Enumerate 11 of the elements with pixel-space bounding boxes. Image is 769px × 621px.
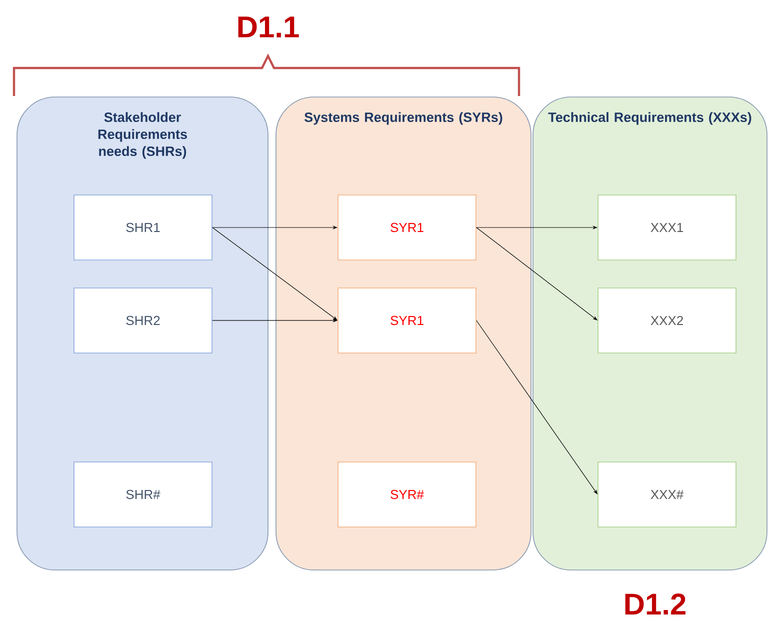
deliverable-label: D1.1 <box>238 16 299 38</box>
requirement-box: XXX1 <box>598 194 736 260</box>
deliverable-label: D1.2 <box>625 594 686 614</box>
requirement-box: XXX# <box>598 462 736 528</box>
requirement-box: XXX2 <box>598 288 736 354</box>
requirement-box: SYR# <box>338 462 476 528</box>
requirement-box: SYR1 <box>338 288 476 354</box>
requirement-box: SHR# <box>74 462 212 528</box>
requirement-box: SYR1 <box>338 194 476 260</box>
requirement-box: SHR1 <box>74 194 212 260</box>
requirement-box: SHR2 <box>74 288 212 354</box>
